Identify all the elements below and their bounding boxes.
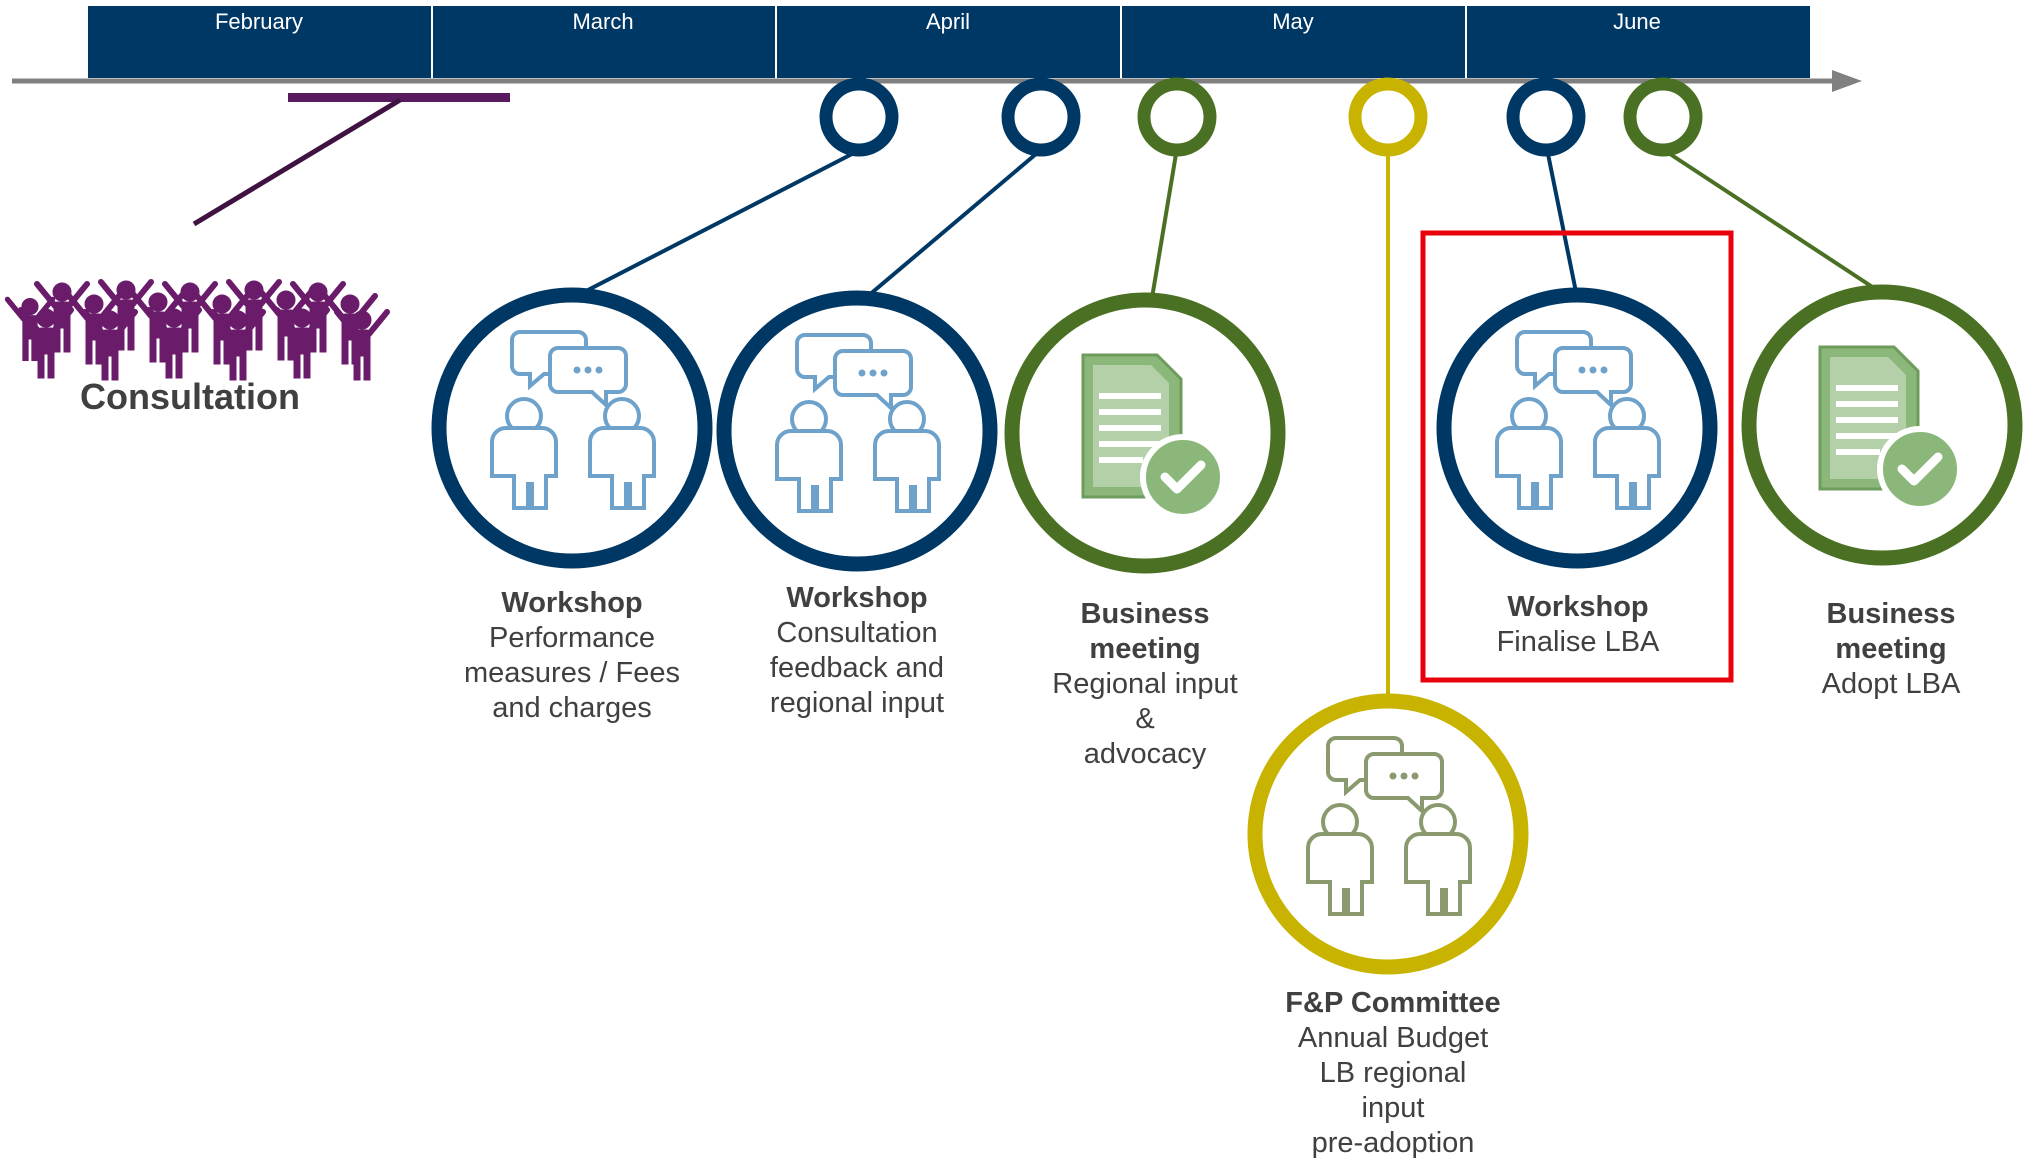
caption-title: Workshop	[501, 587, 643, 619]
caption-title: Business meeting	[1826, 598, 1956, 665]
month-label-april: April	[926, 9, 970, 34]
event-circle-committee	[1247, 693, 1529, 975]
event-circle-workshop-2	[716, 290, 998, 572]
caption-description: Regional input & advocacy	[1052, 668, 1238, 770]
caption-description: Performance measures / Fees and charges	[464, 622, 680, 724]
caption-workshop-1: Workshop Performance measures / Fees and…	[432, 586, 712, 726]
marker-committee	[1348, 77, 1428, 157]
caption-workshop-3: Workshop Finalise LBA	[1433, 590, 1723, 660]
caption-workshop-2: Workshop Consultation feedback and regio…	[717, 581, 997, 721]
caption-business-1: Business meeting Regional input & advoca…	[1000, 597, 1290, 772]
caption-business-2: Business meeting Adopt LBA	[1766, 597, 2016, 702]
event-circle-workshop-3	[1436, 287, 1718, 569]
connectors	[587, 152, 1876, 700]
marker-business-1	[1137, 77, 1217, 157]
consultation-label: Consultation	[80, 376, 300, 417]
event-circle-business-2	[1741, 284, 2023, 566]
caption-title: Business meeting	[1080, 598, 1210, 665]
axis-arrowhead-icon	[1832, 70, 1862, 92]
timeline-markers	[819, 77, 1703, 157]
caption-committee: F&P Committee Annual Budget LB regional …	[1243, 986, 1543, 1161]
marker-workshop-2	[1001, 77, 1081, 157]
caption-description: Adopt LBA	[1821, 668, 1961, 700]
caption-description: Annual Budget LB regional input pre-adop…	[1297, 1022, 1489, 1159]
caption-title: F&P Committee	[1285, 987, 1501, 1019]
highlight-box	[1420, 230, 1734, 683]
month-label-may: May	[1272, 9, 1314, 34]
month-label-june: June	[1613, 9, 1661, 34]
month-header-bar	[88, 6, 1810, 78]
caption-description: Consultation feedback and regional input	[769, 617, 945, 719]
marker-workshop-3	[1506, 77, 1586, 157]
event-circle-business-1	[1004, 292, 1286, 574]
marker-business-2	[1623, 77, 1703, 157]
month-label-march: March	[572, 9, 633, 34]
marker-workshop-1	[819, 77, 899, 157]
crowd-icon	[7, 281, 387, 380]
event-circle-workshop-1	[431, 287, 713, 569]
month-label-february: February	[215, 9, 303, 34]
caption-description: Finalise LBA	[1496, 626, 1660, 658]
month-header: February March April May June	[88, 6, 1810, 78]
caption-title: Workshop	[786, 582, 928, 614]
consultation-period-bar	[288, 93, 510, 102]
caption-title: Workshop	[1507, 591, 1649, 623]
consultation-marker	[192, 93, 510, 227]
